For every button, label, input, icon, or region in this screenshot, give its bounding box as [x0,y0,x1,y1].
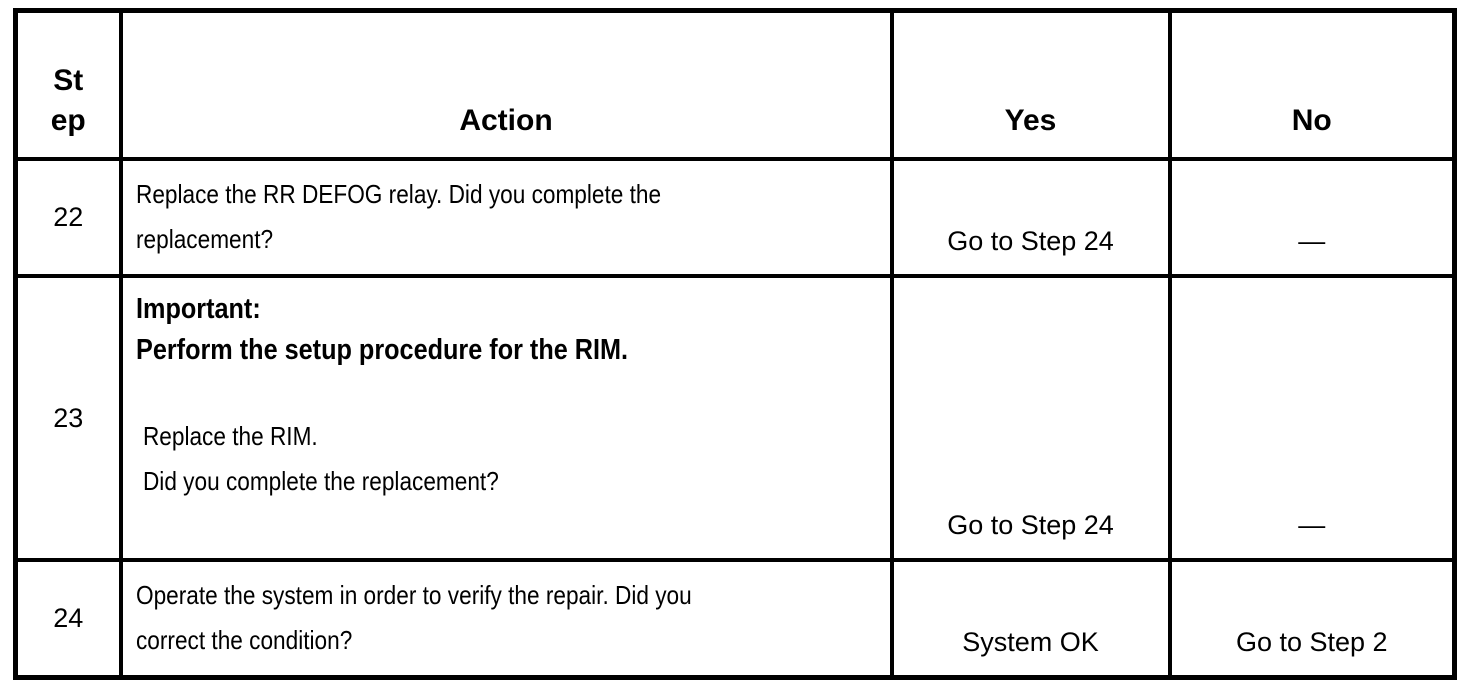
no-cell: — [1167,156,1457,278]
table-row: 24 Operate the system in order to verify… [13,557,1457,680]
action-line: replacement? [135,223,273,254]
yes-cell: System OK [889,557,1172,680]
action-text: Replace the RR DEFOG relay. Did you comp… [135,172,888,262]
step-header-line: St [53,63,84,97]
action-text: Important: Perform the setup procedure f… [135,289,888,504]
action-line: Operate the system in order to verify th… [135,579,692,610]
action-cell: Operate the system in order to verify th… [118,557,894,680]
yes-cell: Go to Step 24 [889,156,1172,278]
action-line: correct the condition? [135,624,352,655]
header-row: St ep Action Yes No [13,8,1457,161]
blank-line [136,371,888,414]
yes-column-header: Yes [889,8,1172,161]
step-cell: 22 [13,156,123,278]
step-column-header: St ep [13,8,123,161]
action-line: Replace the RR DEFOG relay. Did you comp… [135,178,661,209]
action-column-header: Action [118,8,894,161]
step-cell: 24 [13,557,123,680]
table-row: 23 Important: Perform the setup procedur… [13,273,1457,562]
diagnostic-table: St ep Action Yes No 22 Replace the RR DE… [13,8,1457,680]
action-cell: Replace the RR DEFOG relay. Did you comp… [118,156,894,278]
action-line: Replace the RIM. [142,420,318,451]
step-cell: 23 [13,273,123,562]
no-cell: Go to Step 2 [1167,557,1457,680]
action-line: Did you complete the replacement? [142,465,499,496]
step-header-line: ep [50,103,86,137]
yes-cell: Go to Step 24 [889,273,1172,562]
no-column-header: No [1167,8,1457,161]
table-row: 22 Replace the RR DEFOG relay. Did you c… [13,156,1457,278]
no-cell: — [1167,273,1457,562]
important-heading: Important: [135,292,261,325]
action-cell: Important: Perform the setup procedure f… [118,273,894,562]
action-text: Operate the system in order to verify th… [135,573,888,663]
important-text: Perform the setup procedure for the RIM. [135,333,628,366]
